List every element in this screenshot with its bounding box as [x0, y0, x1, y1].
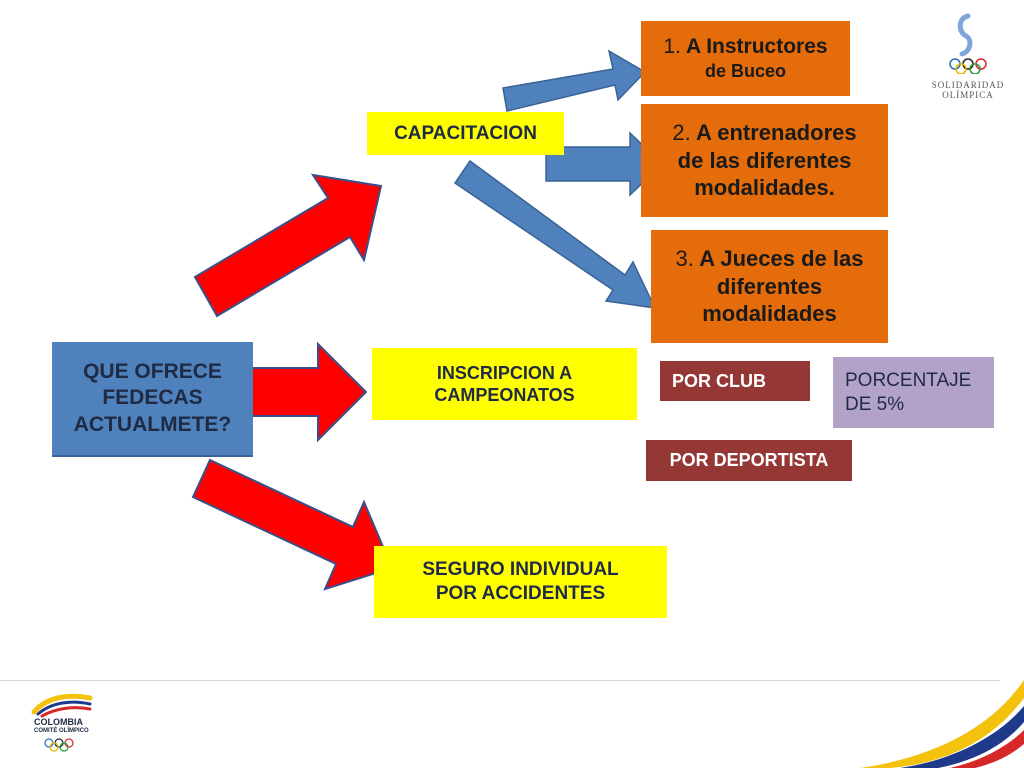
main-question-line-2: FEDECAS [102, 386, 203, 410]
inscripcion-line-2: CAMPEONATOS [434, 385, 575, 405]
comite-olimpico-text: COMITÉ OLÍMPICO [34, 728, 89, 734]
item-3-line-3: modalidades [702, 301, 837, 327]
por-club-box: POR CLUB [660, 361, 810, 401]
solidaridad-olimpica-text: SOLIDARIDAD OLÍMPICA [918, 80, 1018, 100]
por-deportista-box: POR DEPORTISTA [646, 440, 852, 481]
por-club-label: POR CLUB [672, 370, 766, 391]
colombia-comite-olimpico-logo [31, 693, 93, 718]
blue-arrow-to-item-1 [502, 49, 647, 112]
red-arrow-to-inscripcion [247, 341, 368, 443]
red-arrow-to-seguro [191, 458, 394, 591]
item-1-number: 1. [663, 35, 681, 59]
corner-swoosh-decoration [860, 680, 1024, 768]
solidaridad-line-1: SOLIDARIDAD [931, 80, 1005, 90]
item-2-line-3: modalidades. [694, 175, 835, 201]
porcentaje-line-1: PORCENTAJE [845, 369, 972, 391]
por-deportista-label: POR DEPORTISTA [669, 450, 829, 471]
main-question-line-1: QUE OFRECE [83, 360, 222, 384]
main-question-line-3: ACTUALMETE? [73, 412, 232, 436]
item-2-number: 2. [672, 120, 691, 146]
porcentaje-line-2: DE 5% [845, 393, 905, 415]
inscripcion-box: INSCRIPCION A CAMPEONATOS [372, 348, 637, 420]
capacitacion-box: CAPACITACION [367, 112, 564, 155]
item-2-line-1: A entrenadores [696, 120, 857, 146]
red-arrow-to-capacitacion [193, 173, 383, 318]
blue-arrow-to-item-3 [453, 159, 657, 309]
inscripcion-line-1: INSCRIPCION A [436, 362, 573, 383]
solidaridad-olimpica-logo [949, 13, 987, 74]
item-2-line-2: de las diferentes [677, 147, 852, 173]
capacitacion-item-3: 3. A Jueces de las diferentes modalidade… [651, 230, 888, 343]
footer-divider [0, 680, 1000, 681]
colombia-text: COLOMBIA [34, 717, 83, 727]
item-1-line-1: A Instructores [685, 35, 828, 59]
seguro-line-1: SEGURO INDIVIDUAL [422, 559, 619, 581]
item-1-line-2: de Buceo [704, 61, 787, 82]
porcentaje-box: PORCENTAJE DE 5% [833, 357, 994, 428]
item-3-line-1: A Jueces de las [699, 246, 864, 272]
item-3-number: 3. [675, 246, 694, 272]
item-3-line-2: diferentes [716, 273, 823, 299]
capacitacion-item-2: 2. A entrenadores de las diferentes moda… [641, 104, 888, 217]
capacitacion-label: CAPACITACION [394, 122, 537, 144]
seguro-box: SEGURO INDIVIDUAL POR ACCIDENTES [374, 546, 667, 618]
solidaridad-line-2: OLÍMPICA [942, 90, 994, 100]
seguro-line-2: POR ACCIDENTES [435, 583, 606, 604]
capacitacion-item-1: 1. A Instructores de Buceo [641, 21, 850, 96]
olympic-rings-icon [44, 738, 74, 752]
main-question-box: QUE OFRECE FEDECAS ACTUALMETE? [52, 342, 253, 455]
